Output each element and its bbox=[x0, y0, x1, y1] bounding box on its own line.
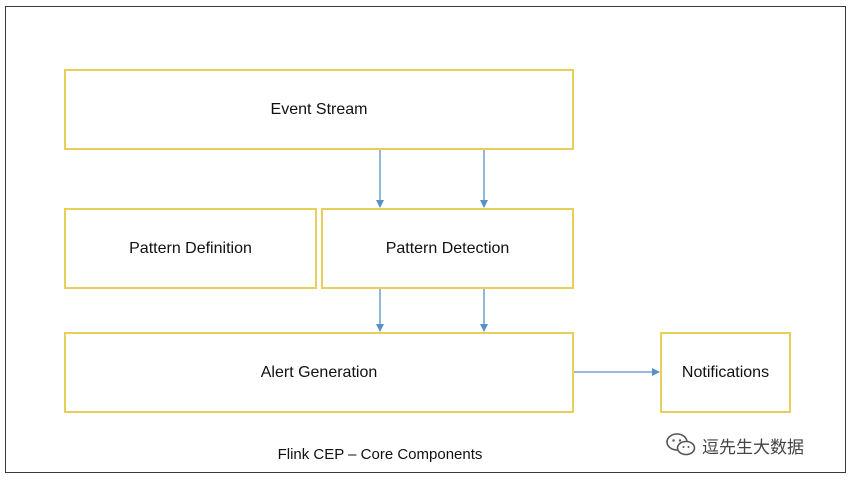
pattern-definition-label: Pattern Definition bbox=[129, 239, 252, 257]
notifications-box: Notifications bbox=[660, 332, 791, 413]
wechat-icon bbox=[666, 433, 696, 456]
pattern-definition-box: Pattern Definition bbox=[64, 208, 317, 289]
pattern-detection-label: Pattern Detection bbox=[385, 239, 510, 257]
watermark: 逗先生大数据 bbox=[666, 432, 804, 458]
event-stream-label: Event Stream bbox=[270, 100, 368, 118]
diagram-caption: Flink CEP – Core Components bbox=[277, 446, 483, 463]
watermark-text: 逗先生大数据 bbox=[702, 437, 804, 458]
event-stream-box: Event Stream bbox=[64, 69, 574, 150]
alert-generation-box: Alert Generation bbox=[64, 332, 574, 413]
alert-generation-label: Alert Generation bbox=[260, 363, 378, 381]
notifications-label: Notifications bbox=[681, 363, 770, 381]
pattern-detection-box: Pattern Detection bbox=[321, 208, 574, 289]
